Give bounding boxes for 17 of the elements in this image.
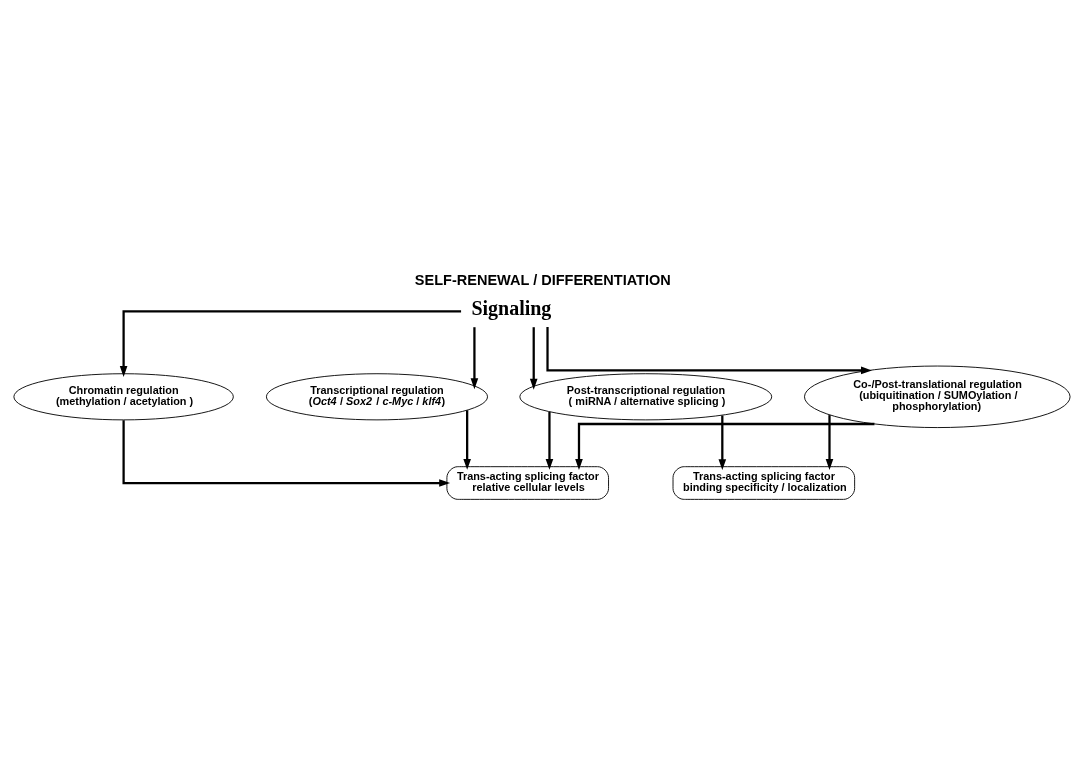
arrow bbox=[463, 410, 471, 470]
arrow bbox=[825, 415, 834, 470]
arrow bbox=[546, 326, 872, 375]
node-text: Signaling bbox=[471, 296, 552, 319]
node-ellipse: Chromatin regulation (methylation / acetylation ) bbox=[13, 373, 234, 421]
arrow bbox=[545, 411, 554, 470]
node-ellipse: Transcriptional regulation (Oct4 / Sox2 / c-Myc / klf4) bbox=[265, 373, 488, 421]
arrow bbox=[718, 415, 727, 471]
node-box: Trans-acting splicing factor relative cellular levels bbox=[446, 466, 609, 500]
node-ellipse: Post-transcriptional regulation ( miRNA / alternative splicing ) bbox=[519, 373, 773, 421]
arrow bbox=[529, 327, 538, 390]
arrow bbox=[575, 422, 875, 470]
arrow bbox=[470, 327, 479, 390]
node-box: Trans-acting splicing factor binding specificity / localization bbox=[672, 466, 856, 500]
arrow bbox=[122, 420, 451, 487]
diagram-title: SELF-RENEWAL / DIFFERENTIATION bbox=[414, 271, 671, 288]
arrow bbox=[119, 310, 462, 377]
